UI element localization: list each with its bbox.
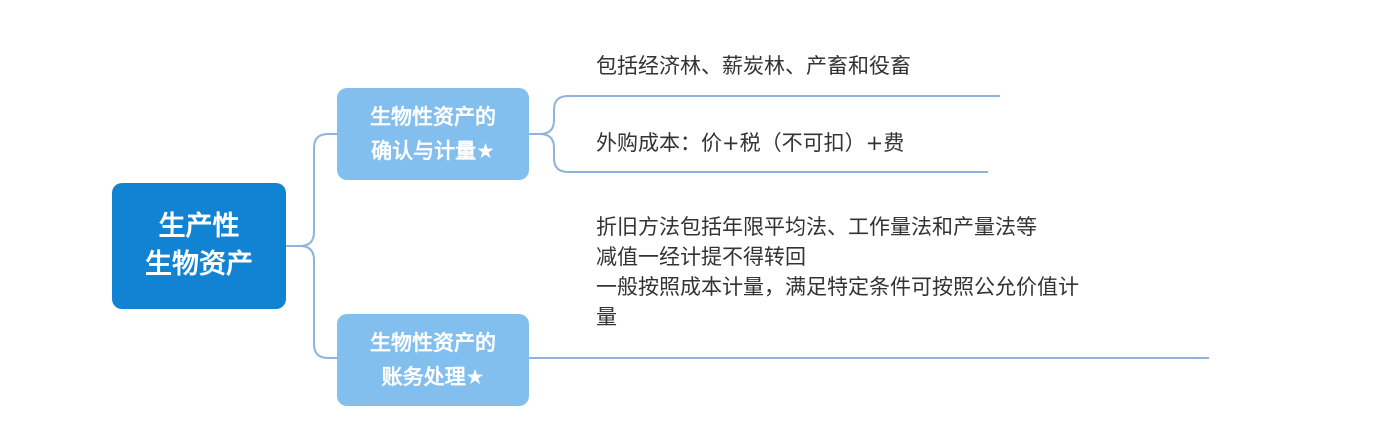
branch-topic-line2: 确认与计量★ bbox=[371, 139, 495, 163]
leaf-line: 外购成本：价+税（不可扣）+费 bbox=[596, 131, 905, 155]
leaf-line: 减值一经计提不得转回 bbox=[596, 245, 806, 269]
leaf-topic-scope[interactable]: 包括经济林、薪炭林、产畜和役畜 bbox=[596, 51, 911, 81]
branch-topic-line1: 生物性资产的 bbox=[370, 331, 496, 355]
connector-root-branch1 bbox=[286, 133, 337, 247]
root-topic-line1: 生产性 bbox=[158, 211, 240, 242]
root-topic[interactable]: 生产性 生物资产 bbox=[112, 183, 286, 309]
branch-topic-line2: 账务处理★ bbox=[381, 365, 485, 389]
connector-root-branch2 bbox=[299, 245, 337, 359]
branch-topic-accounting[interactable]: 生物性资产的 账务处理★ bbox=[337, 314, 529, 406]
root-topic-line2: 生物资产 bbox=[145, 249, 253, 280]
branch-topic-recognition[interactable]: 生物性资产的 确认与计量★ bbox=[337, 88, 529, 180]
leaf-line: 包括经济林、薪炭林、产畜和役畜 bbox=[596, 54, 911, 78]
branch-topic-line1: 生物性资产的 bbox=[370, 105, 496, 129]
connector-branch1-leaf1 bbox=[529, 95, 1000, 135]
leaf-topic-cost[interactable]: 外购成本：价+税（不可扣）+费 bbox=[596, 128, 904, 158]
connector-branch1-leaf2 bbox=[539, 133, 988, 173]
leaf-line: 量 bbox=[596, 305, 617, 329]
leaf-topic-accounting-notes[interactable]: 折旧方法包括年限平均法、工作量法和产量法等 减值一经计提不得转回 一般按照成本计… bbox=[596, 212, 1079, 332]
leaf-line: 一般按照成本计量，满足特定条件可按照公允价值计 bbox=[596, 275, 1079, 299]
leaf-line: 折旧方法包括年限平均法、工作量法和产量法等 bbox=[596, 215, 1037, 239]
